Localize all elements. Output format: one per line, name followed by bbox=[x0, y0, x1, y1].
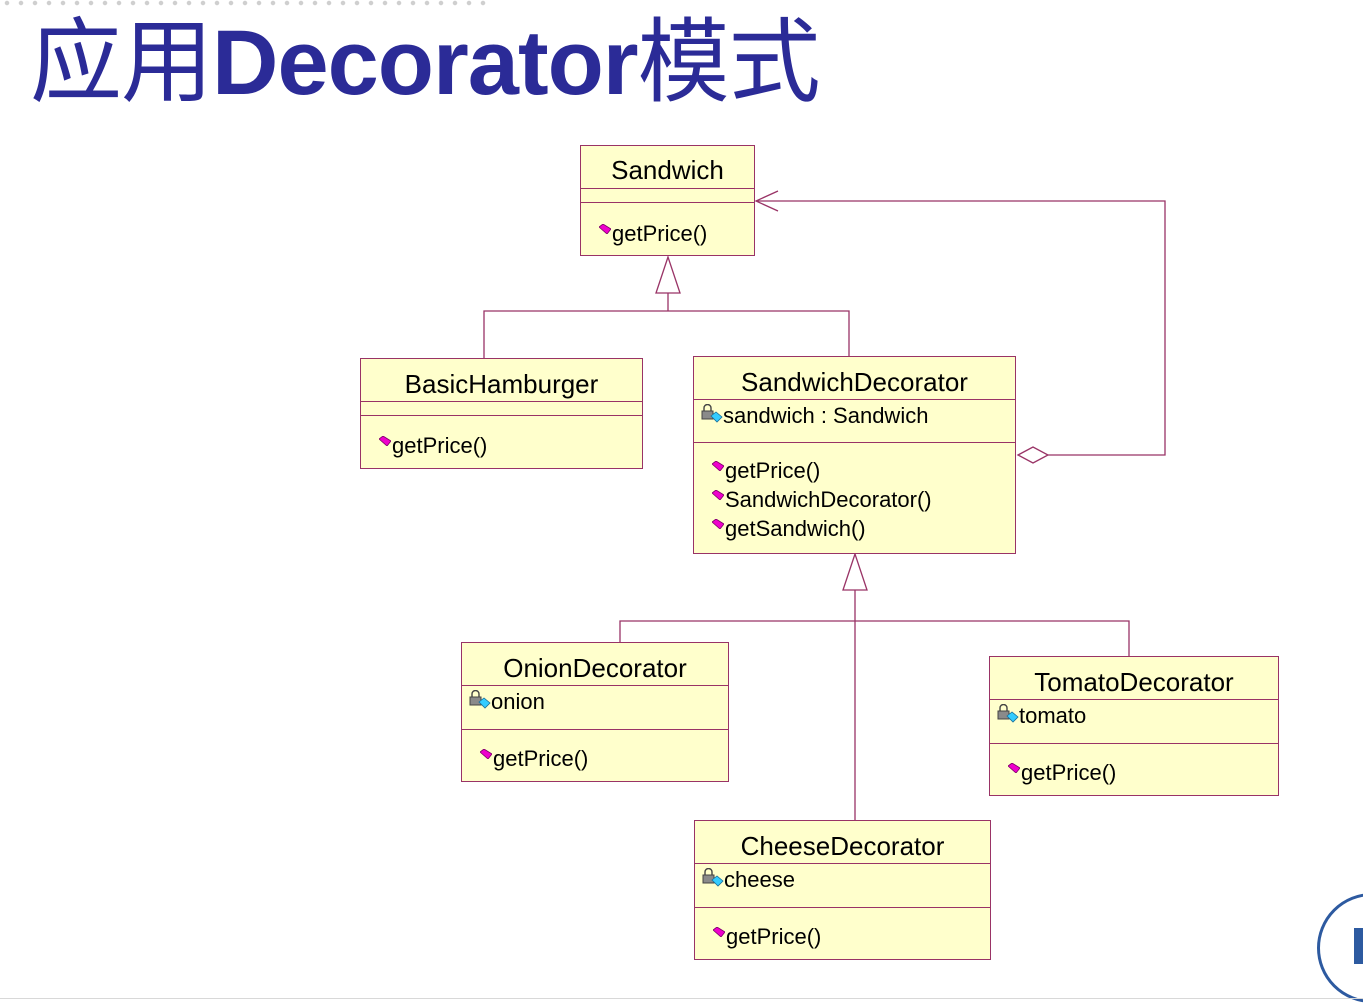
class-basichamburger[interactable]: BasicHamburger getPrice() bbox=[360, 358, 643, 469]
generalization-arrowhead-sandwichdecorator bbox=[842, 551, 868, 591]
attribute-row: cheese bbox=[702, 864, 990, 896]
attribute-row: onion bbox=[469, 686, 728, 718]
aggregation-diamond bbox=[1016, 446, 1050, 464]
class-attributes: onion bbox=[462, 686, 728, 730]
operation-row: getPrice() bbox=[599, 219, 754, 248]
public-operation-icon bbox=[713, 927, 725, 938]
title-suffix: 模式 bbox=[637, 12, 821, 114]
operation-label: SandwichDecorator() bbox=[725, 487, 932, 512]
slide-bottom-rule bbox=[0, 998, 1363, 999]
class-sandwich[interactable]: Sandwich getPrice() bbox=[580, 145, 755, 256]
generalization-line-tomatodecorator bbox=[855, 620, 1130, 656]
private-attribute-lock-icon bbox=[997, 704, 1019, 723]
class-operations: getPrice() bbox=[462, 730, 728, 773]
class-operations: getPrice() bbox=[581, 203, 754, 248]
attribute-label: sandwich : Sandwich bbox=[723, 403, 929, 428]
operation-row: getPrice() bbox=[379, 431, 642, 460]
operation-row: getPrice() bbox=[713, 922, 990, 951]
class-oniondecorator[interactable]: OnionDecorator onion getPrice() bbox=[461, 642, 729, 782]
operation-label: getPrice() bbox=[726, 924, 822, 949]
class-operations: getPrice() bbox=[695, 908, 990, 951]
slide-top-decoration bbox=[0, 0, 490, 6]
operation-row: getSandwich() bbox=[712, 514, 1015, 543]
navigability-arrowhead bbox=[754, 190, 779, 212]
title-prefix: 应用 bbox=[30, 12, 213, 114]
private-attribute-lock-icon bbox=[469, 690, 491, 709]
private-attribute-lock-icon bbox=[702, 868, 724, 887]
attribute-label: cheese bbox=[724, 867, 795, 892]
operation-row: getPrice() bbox=[480, 744, 728, 773]
class-name: BasicHamburger bbox=[361, 359, 642, 402]
class-name: SandwichDecorator bbox=[694, 357, 1015, 400]
class-attributes: sandwich : Sandwich bbox=[694, 400, 1015, 443]
class-tomatodecorator[interactable]: TomatoDecorator tomato getPrice() bbox=[989, 656, 1279, 796]
public-operation-icon bbox=[379, 436, 391, 447]
public-operation-icon bbox=[1008, 763, 1020, 774]
public-operation-icon bbox=[712, 519, 724, 530]
class-name: Sandwich bbox=[581, 146, 754, 189]
slide-title: 应用Decorator模式 bbox=[30, 8, 821, 118]
generalization-line-oniondecorator bbox=[619, 620, 855, 642]
public-operation-icon bbox=[599, 224, 611, 235]
operation-label: getPrice() bbox=[612, 221, 708, 246]
class-operations: getPrice() bbox=[990, 744, 1278, 787]
class-name: CheeseDecorator bbox=[695, 821, 990, 864]
class-sandwichdecorator[interactable]: SandwichDecorator sandwich : Sandwich ge… bbox=[693, 356, 1016, 554]
operation-label: getPrice() bbox=[725, 458, 821, 483]
class-name: TomatoDecorator bbox=[990, 657, 1278, 700]
class-attributes-empty bbox=[361, 402, 642, 416]
class-attributes: tomato bbox=[990, 700, 1278, 744]
class-attributes: cheese bbox=[695, 864, 990, 908]
public-operation-icon bbox=[712, 490, 724, 501]
operation-row: getPrice() bbox=[1008, 758, 1278, 787]
operation-label: getSandwich() bbox=[725, 516, 866, 541]
attribute-row: sandwich : Sandwich bbox=[701, 400, 1015, 432]
generalization-arrowhead-sandwich bbox=[655, 254, 681, 294]
class-name: OnionDecorator bbox=[462, 643, 728, 686]
private-attribute-lock-icon bbox=[701, 404, 723, 423]
operation-label: getPrice() bbox=[1021, 760, 1117, 785]
operation-label: getPrice() bbox=[493, 746, 589, 771]
class-operations: getPrice() SandwichDecorator() getSandwi… bbox=[694, 443, 1015, 543]
generalization-line-basichamburger bbox=[483, 310, 668, 358]
operation-row: getPrice() bbox=[712, 456, 1015, 485]
class-cheesedecorator[interactable]: CheeseDecorator cheese getPrice() bbox=[694, 820, 991, 960]
public-operation-icon bbox=[712, 461, 724, 472]
public-operation-icon bbox=[480, 749, 492, 760]
attribute-label: onion bbox=[491, 689, 545, 714]
class-operations: getPrice() bbox=[361, 416, 642, 460]
operation-label: getPrice() bbox=[392, 433, 488, 458]
class-attributes-empty bbox=[581, 189, 754, 203]
generalization-line-sandwichdecorator bbox=[668, 310, 850, 356]
aggregation-line bbox=[756, 200, 1166, 456]
title-keyword: Decorator bbox=[212, 12, 639, 114]
attribute-row: tomato bbox=[997, 700, 1278, 732]
attribute-label: tomato bbox=[1019, 703, 1087, 728]
operation-row: SandwichDecorator() bbox=[712, 485, 1015, 514]
